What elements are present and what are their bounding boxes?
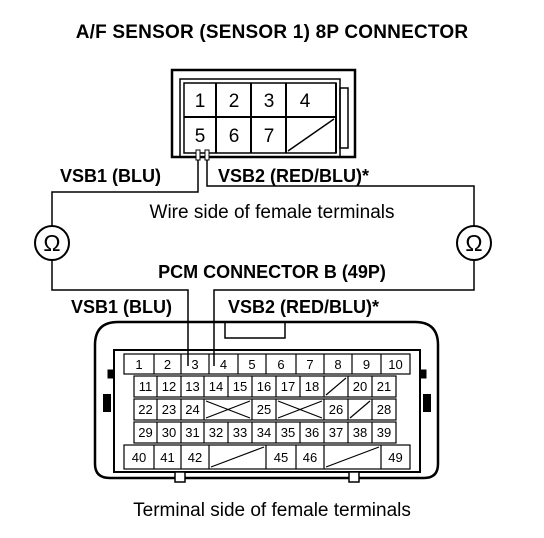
vsb1-label-bottom: VSB1 (BLU) — [71, 297, 173, 317]
pcm-pin-18: 18 — [305, 379, 319, 394]
pcm-pin-12: 12 — [162, 379, 176, 394]
pcm-pin-28: 28 — [377, 402, 391, 417]
pcm-pin-13: 13 — [185, 379, 199, 394]
pcm-pin-41: 41 — [160, 450, 174, 465]
pcm-pin-2: 2 — [164, 357, 171, 372]
pcm-pin-32: 32 — [209, 425, 223, 440]
ohm-symbol-right: Ω — [465, 230, 482, 256]
pcm-pin-21: 21 — [377, 379, 391, 394]
pcm-pin-10: 10 — [388, 357, 402, 372]
pcm-pin-36: 36 — [305, 425, 319, 440]
pcm-pin-11: 11 — [139, 379, 153, 394]
sensor-pin-7: 7 — [264, 126, 275, 147]
pcm-pin-33: 33 — [233, 425, 247, 440]
pcm-pin-5: 5 — [248, 357, 255, 372]
pcm-pin-31: 31 — [185, 425, 199, 440]
sensor-pin-3: 3 — [264, 91, 275, 112]
pcm-pin-30: 30 — [162, 425, 176, 440]
vsb1-label-top: VSB1 (BLU) — [60, 166, 162, 186]
sensor-pin-1: 1 — [195, 91, 206, 112]
pcm-pin-4: 4 — [220, 357, 227, 372]
pcm-pin-24: 24 — [185, 402, 199, 417]
pcm-pin-34: 34 — [257, 425, 271, 440]
ohmmeter-left — [34, 225, 70, 261]
pcm-pin-22: 22 — [138, 402, 152, 417]
pcm-pin-20: 20 — [353, 379, 367, 394]
test-wires — [51, 160, 475, 366]
pcm-pin-29: 29 — [138, 425, 152, 440]
pcm-pin-49: 49 — [388, 450, 402, 465]
sensor-pin-4: 4 — [300, 91, 311, 112]
pcm-pin-40: 40 — [132, 450, 146, 465]
pcm-pin-1: 1 — [135, 357, 142, 372]
pcm-pin-23: 23 — [162, 402, 176, 417]
pcm-pin-3: 3 — [191, 357, 198, 372]
pcm-pin-9: 9 — [363, 357, 370, 372]
pcm-pin-7: 7 — [306, 357, 313, 372]
vsb2-label-top: VSB2 (RED/BLU)* — [218, 166, 370, 186]
ohmmeter-right — [456, 225, 492, 261]
pcm-pin-8: 8 — [334, 357, 341, 372]
pcm-connector — [93, 320, 440, 483]
sensor-pin-2: 2 — [229, 91, 240, 112]
pcm-pin-25: 25 — [257, 402, 271, 417]
pcm-pin-26: 26 — [329, 402, 343, 417]
pcm-pin-39: 39 — [377, 425, 391, 440]
pcm-pin-15: 15 — [233, 379, 247, 394]
diagram-title: A/F SENSOR (SENSOR 1) 8P CONNECTOR — [75, 22, 469, 43]
pcm-pin-14: 14 — [209, 379, 223, 394]
pcm-connector-title: PCM CONNECTOR B (49P) — [158, 262, 386, 282]
pcm-pin-16: 16 — [257, 379, 271, 394]
sensor-pin-6: 6 — [229, 126, 240, 147]
ohm-symbol-left: Ω — [43, 230, 60, 256]
sensor-pin-5: 5 — [195, 126, 206, 147]
pcm-pin-37: 37 — [329, 425, 343, 440]
pcm-pin-42: 42 — [188, 450, 202, 465]
terminal-side-caption: Terminal side of female terminals — [133, 500, 411, 521]
sensor-pin-labels: 1 2 3 4 5 6 7 — [195, 91, 311, 147]
pcm-pin-46: 46 — [303, 450, 317, 465]
pcm-pin-35: 35 — [281, 425, 295, 440]
vsb2-label-bottom: VSB2 (RED/BLU)* — [228, 297, 380, 317]
wire-side-caption: Wire side of female terminals — [149, 202, 395, 223]
sensor-connector — [170, 68, 357, 159]
pcm-pin-45: 45 — [274, 450, 288, 465]
pcm-pin-38: 38 — [353, 425, 367, 440]
pcm-pin-17: 17 — [281, 379, 295, 394]
pcm-pin-6: 6 — [277, 357, 284, 372]
